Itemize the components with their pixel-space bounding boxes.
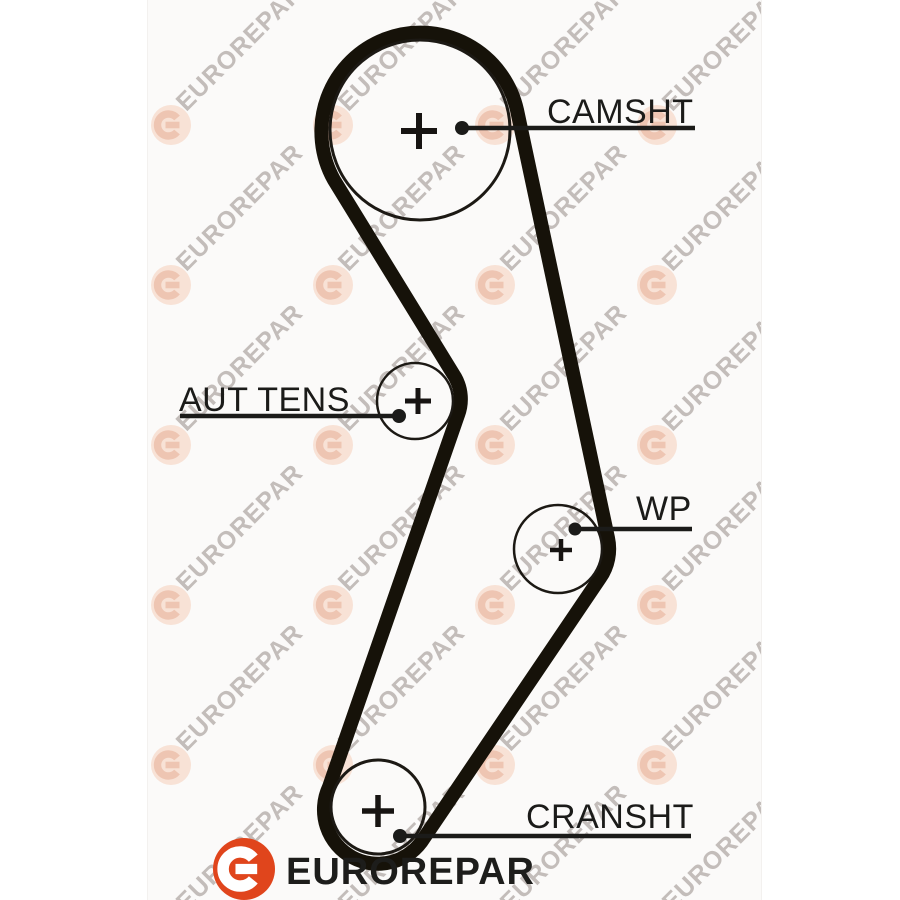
tensioner-label: AUT TENS [179, 381, 350, 419]
watermark-logo-circle [313, 265, 353, 305]
watermark-e-glyph [153, 110, 180, 140]
watermark-logo-circle [151, 585, 191, 625]
camshaft-leader-dot [455, 121, 469, 135]
crankshaft-center-mark-icon [362, 795, 394, 827]
watermark-e-glyph [639, 750, 666, 780]
watermark-logo-circle [475, 425, 515, 465]
watermark-logo-circle [151, 425, 191, 465]
watermark-logo-circle [637, 425, 677, 465]
watermark-e-glyph [639, 270, 666, 300]
watermark-e-glyph [153, 590, 180, 620]
watermark-logo-circle [475, 105, 515, 145]
watermark-e-glyph [477, 590, 504, 620]
watermark-e-glyph [315, 430, 342, 460]
camshaft-label: CAMSHT [547, 93, 694, 131]
tensioner-leader-dot [392, 409, 406, 423]
watermark-logo-circle [475, 585, 515, 625]
watermark-e-glyph [477, 430, 504, 460]
eurorepar-e-glyph [217, 846, 258, 892]
watermark-logo-circle [313, 425, 353, 465]
camshaft-center-mark-icon [401, 113, 437, 149]
water-pump-center-mark-icon [550, 539, 572, 561]
watermark-e-glyph [477, 270, 504, 300]
watermark-e-glyph [639, 430, 666, 460]
watermark-logo-circle [151, 265, 191, 305]
water-pump-pulley [512, 503, 604, 595]
watermark-logo-circle [637, 745, 677, 785]
eurorepar-logo-icon [213, 838, 275, 900]
watermark-logo-circle [637, 585, 677, 625]
tensioner-center-mark-icon [405, 388, 431, 414]
watermark-e-glyph [639, 110, 666, 140]
water-pump-label: WP [636, 490, 692, 528]
timing-belt [314, 25, 617, 871]
water-pump-leader-dot [568, 522, 582, 536]
crankshaft-leader-dot [393, 829, 407, 843]
watermark-logo-circle [475, 265, 515, 305]
watermark-e-glyph [639, 590, 666, 620]
watermark-e-glyph [315, 270, 342, 300]
watermark-logo-circle [637, 265, 677, 305]
watermark-e-glyph [153, 270, 180, 300]
watermark-e-glyph [477, 110, 504, 140]
watermark-logo-circle [637, 105, 677, 145]
crankshaft-label: CRANSHT [526, 798, 694, 836]
tensioner-pulley [375, 361, 455, 441]
watermark-logo-circle [151, 105, 191, 145]
watermark-e-glyph [315, 590, 342, 620]
watermark-logo-circle [151, 745, 191, 785]
eurorepar-wordmark: EUROREPAR [286, 851, 535, 893]
watermark-e-glyph [153, 430, 180, 460]
watermark-logo-circle [313, 585, 353, 625]
watermark-e-glyph [153, 750, 180, 780]
crankshaft-pulley [329, 758, 427, 856]
